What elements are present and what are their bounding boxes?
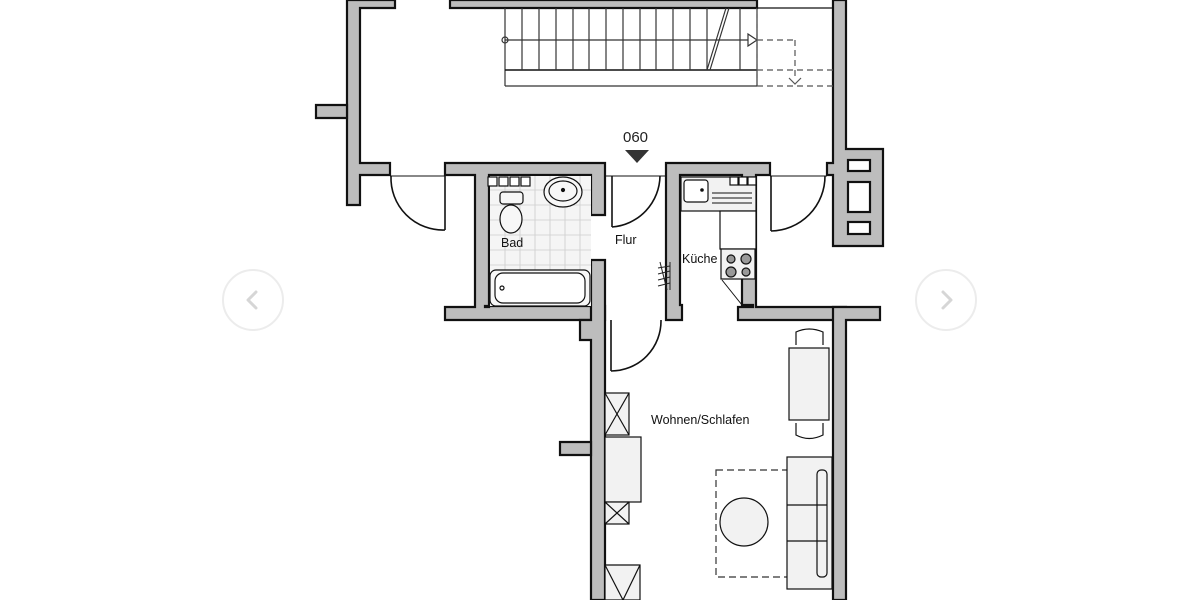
door-swing (610, 319, 662, 372)
previous-image-button[interactable] (222, 269, 284, 331)
unit-number-label: 060 (623, 129, 648, 146)
toilet-icon (499, 204, 523, 234)
bathroom-fixtures (487, 176, 591, 307)
kitchen-fixtures (680, 176, 757, 306)
door-swing (770, 175, 826, 232)
room-label-bad: Bad (501, 236, 523, 250)
door-swing (390, 175, 446, 231)
entry-marker-icon (625, 150, 649, 163)
chevron-right-icon (941, 290, 953, 310)
room-label-flur: Flur (615, 233, 637, 247)
chair-icon (795, 328, 824, 345)
chimney-flue (846, 158, 872, 173)
wall (314, 103, 349, 120)
chimney-flue (846, 220, 872, 236)
next-image-button[interactable] (915, 269, 977, 331)
chair-icon (795, 423, 824, 440)
room-label-wohnen: Wohnen/Schlafen (651, 413, 749, 427)
wall (448, 0, 759, 10)
chimney-flue (846, 180, 872, 214)
wall-wohnen (831, 305, 882, 600)
coffee-table-icon (719, 497, 769, 547)
kitchen-sink-icon (683, 179, 709, 203)
wall (345, 0, 397, 207)
room-label-kueche: Küche (682, 252, 717, 266)
living-room-furniture (604, 328, 833, 600)
wall-bad (443, 161, 607, 322)
shelf-icon (604, 564, 641, 600)
door-swing (611, 175, 661, 228)
staircase (501, 7, 833, 87)
chevron-left-icon (246, 290, 258, 310)
wall (558, 440, 593, 457)
dresser-icon (604, 436, 642, 503)
wall-flur (578, 258, 607, 600)
dining-table-icon (788, 347, 830, 421)
toilet-tank (499, 191, 524, 205)
coat-rack-icon (657, 261, 671, 291)
